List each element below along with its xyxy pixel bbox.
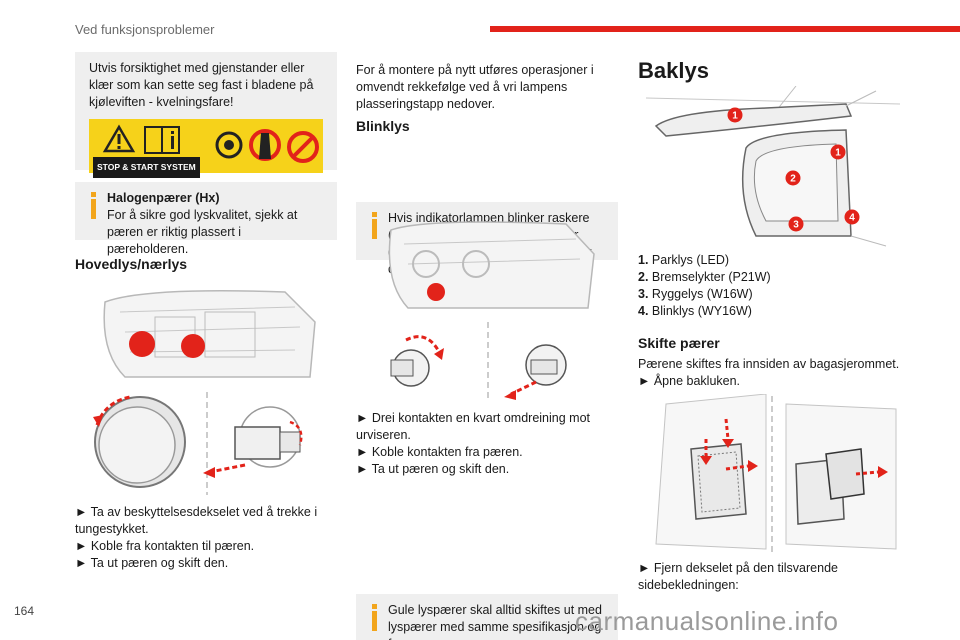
heading-blinklys: Blinklys — [356, 118, 410, 134]
info-icon — [89, 192, 99, 220]
step-item: ► Koble kontakten fra pæren. — [356, 445, 523, 459]
hovedlys-steps: ► Ta av beskyttelsesdekselet ved å trekk… — [75, 504, 337, 572]
info-icon — [370, 604, 380, 632]
step-item: ► Åpne bakluken. — [638, 374, 741, 388]
warning-text: Utvis forsiktighet med gjenstander eller… — [89, 61, 314, 109]
step-item: ► Koble fra kontakten til pæren. — [75, 539, 255, 553]
warning-box: Utvis forsiktighet med gjenstander eller… — [75, 52, 337, 178]
turn-signal-illustration — [388, 221, 595, 309]
skifte-intro-text: Pærene skiftes fra innsiden av bagasjero… — [638, 357, 900, 371]
header-accent-bar — [490, 26, 960, 32]
step-item: ► Ta ut pæren og skift den. — [75, 556, 229, 570]
halogen-info-box: Halogenpærer (Hx) For å sikre god lyskva… — [75, 182, 337, 256]
callout-2: 2 — [790, 174, 796, 185]
reassembly-text: For å montere på nytt utføres operasjone… — [356, 63, 594, 111]
bulb-color-info-text: Gule lyspærer skal alltid skiftes ut med… — [388, 603, 602, 640]
watermark: carmanualsonline.info — [575, 606, 839, 636]
warning-pictograms-icon — [102, 124, 319, 163]
stop-start-label: STOP & START SYSTEM — [93, 157, 200, 178]
skifte-intro: Pærene skiftes fra innsiden av bagasjero… — [638, 356, 900, 390]
page-number: 164 — [14, 604, 35, 618]
halogen-title: Halogenpærer (Hx) — [107, 191, 220, 205]
step-item: ► Ta av beskyttelsesdekselet ved å trekk… — [75, 505, 318, 536]
section-header: Ved funksjonsproblemer — [75, 22, 215, 37]
rear-light-legend: 1. Parklys (LED) 2. Bremselykter (P21W) … — [638, 252, 900, 320]
info-icon — [370, 212, 380, 240]
heading-hovedlys: Hovedlys/nærlys — [75, 256, 188, 272]
stop-start-panel: STOP & START SYSTEM — [89, 119, 323, 178]
legend-item: 4. Blinklys (WY16W) — [638, 304, 752, 318]
callout-3: 3 — [793, 220, 799, 231]
skifte-step2: ► Fjern dekselet på den tilsvarende side… — [638, 561, 838, 592]
legend-item: 2. Bremselykter (P21W) — [638, 270, 771, 284]
headlamp-cover-illustration — [93, 392, 303, 495]
section-title-baklys: Baklys — [638, 58, 709, 83]
legend-item: 1. Parklys (LED) — [638, 253, 730, 267]
heading-skifte-paerer: Skifte pærer — [638, 335, 720, 351]
headlamp-illustration — [103, 290, 316, 378]
rear-light-illustration: 1 1 2 3 4 — [646, 86, 900, 247]
blinklys-steps: ► Drei kontakten en kvart omdreining mot… — [356, 410, 618, 478]
step-item: ► Ta ut pæren og skift den. — [356, 462, 510, 476]
step-item: ► Drei kontakten en kvart omdreining mot… — [356, 411, 591, 442]
trunk-cover-illustration — [655, 394, 897, 552]
halogen-text: For å sikre god lyskvalitet, sjekk at pæ… — [107, 208, 298, 256]
turn-signal-bulb-illustration — [390, 322, 567, 400]
callout-1: 1 — [732, 111, 738, 122]
bulb-color-info-box: Gule lyspærer skal alltid skiftes ut med… — [356, 594, 618, 640]
callout-1: 1 — [835, 148, 841, 159]
legend-item: 3. Ryggelys (W16W) — [638, 287, 753, 301]
callout-4: 4 — [849, 213, 855, 224]
